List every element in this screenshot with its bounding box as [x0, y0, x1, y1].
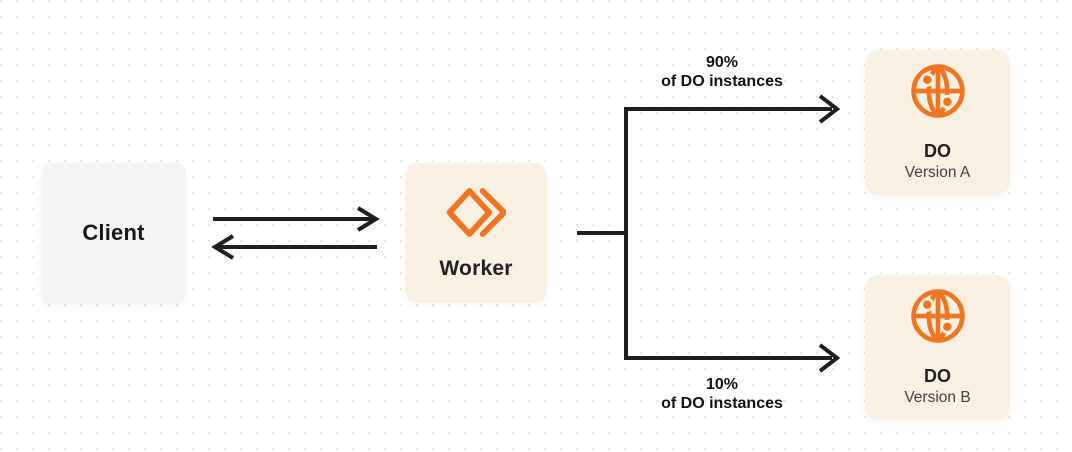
branch-label-90: 90% of DO instances	[612, 53, 832, 91]
worker-node: Worker	[405, 163, 547, 303]
do-b-label: DO	[924, 366, 951, 387]
worker-label: Worker	[439, 256, 513, 280]
do-version-b-node: DO Version B	[865, 275, 1010, 420]
do-a-sublabel: Version A	[904, 163, 971, 181]
branch-split-line	[577, 107, 832, 360]
do-a-label: DO	[924, 141, 951, 162]
globe-icon	[908, 61, 968, 121]
arrow-to-do-version-a	[818, 94, 841, 124]
branch-percent-10: 10%	[705, 376, 739, 393]
do-b-sublabel: Version B	[904, 388, 971, 406]
branch-caption-10: of DO instances	[661, 395, 783, 412]
client-node: Client	[42, 163, 185, 303]
arrow-worker-to-client	[211, 234, 377, 260]
arrow-client-to-worker	[213, 206, 380, 232]
branch-label-10: 10% of DO instances	[612, 375, 832, 413]
worker-brackets-icon	[446, 186, 508, 239]
arrow-to-do-version-b	[818, 343, 841, 373]
globe-icon	[908, 286, 968, 346]
client-label: Client	[82, 220, 145, 245]
branch-percent-90: 90%	[705, 54, 739, 71]
branch-caption-90: of DO instances	[661, 73, 783, 90]
do-version-a-node: DO Version A	[865, 50, 1010, 195]
